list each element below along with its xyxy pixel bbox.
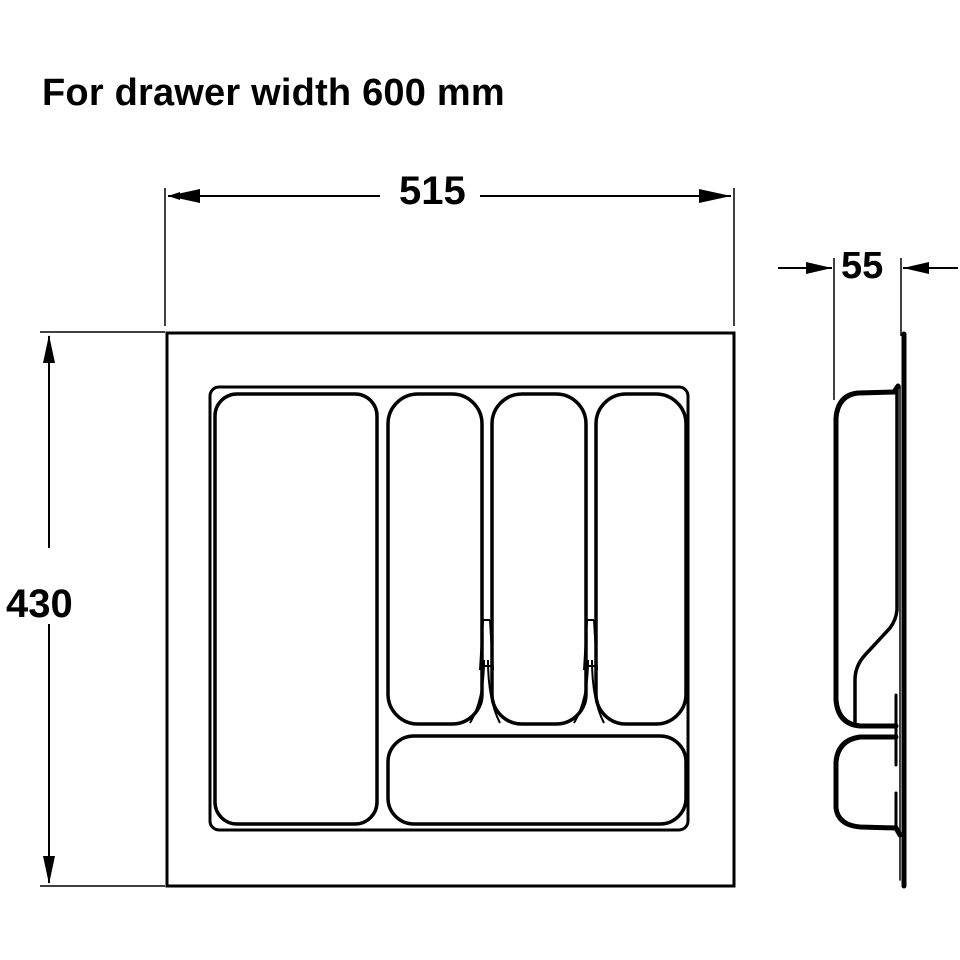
compartment-wide-bottom <box>386 734 688 826</box>
side-section-view <box>833 331 907 889</box>
depth-dimension-label: 55 <box>841 245 884 287</box>
width-dimension <box>164 188 735 326</box>
compartment-narrow-1 <box>386 392 484 726</box>
depth-dimension <box>778 258 958 400</box>
height-dimension-label: 430 <box>6 582 73 626</box>
tray-outer-frame <box>165 331 736 888</box>
compartment-narrow-3 <box>594 392 688 726</box>
height-dimension <box>40 331 165 887</box>
divider-notches <box>469 619 605 724</box>
page-title: For drawer width 600 mm <box>42 72 505 114</box>
width-dimension-label: 515 <box>395 171 470 211</box>
compartment-large-left <box>213 392 379 826</box>
tray-inner-rim <box>208 385 690 832</box>
compartment-narrow-2 <box>490 392 588 726</box>
